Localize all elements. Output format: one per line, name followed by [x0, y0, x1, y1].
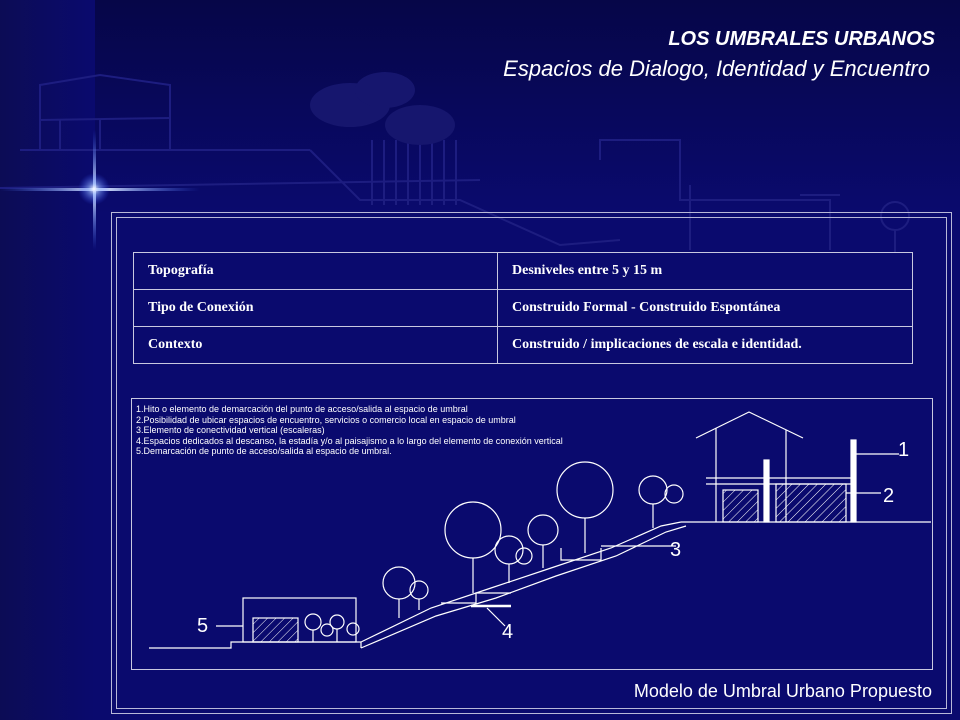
info-table: Topografía Desniveles entre 5 y 15 m Tip…: [133, 252, 913, 364]
landing-4: [441, 592, 511, 604]
figure-caption: Modelo de Umbral Urbano Propuesto: [633, 681, 932, 701]
shrub: [304, 613, 322, 631]
table-row: Tipo de Conexión Construido Formal - Con…: [133, 289, 913, 327]
callout-number-1: 1: [898, 439, 910, 461]
background-top-gradient: [0, 0, 960, 215]
callout-number-2: 2: [883, 485, 895, 507]
table-row: Contexto Construido / implicaciones de e…: [133, 326, 913, 364]
upper-building-hatched-room: [722, 489, 759, 523]
low-building-hatched-room: [252, 617, 299, 643]
table-cell-label: Contexto: [133, 326, 498, 364]
table-cell-value: Construido / implicaciones de escala e i…: [497, 326, 913, 364]
content-panel-outer-border: [111, 212, 952, 714]
note-item: 2.Posibilidad de ubicar espacios de encu…: [136, 414, 516, 425]
star-glow: [78, 173, 110, 205]
stair-slope-lower: [360, 525, 687, 649]
table-cell-label: Tipo de Conexión: [133, 289, 498, 327]
callout-number-4: 4: [502, 621, 514, 643]
upper-building-hatched-room: [775, 483, 847, 523]
tree: [382, 566, 416, 600]
tree: [409, 580, 429, 600]
tree: [444, 501, 502, 559]
tree: [664, 484, 684, 504]
callout-number-3: 3: [670, 539, 682, 561]
shrub: [346, 622, 360, 636]
stair-slope: [360, 521, 682, 643]
ground-line-left: [149, 641, 361, 649]
note-item: 1.Hito o elemento de demarcación del pun…: [136, 404, 468, 414]
tree: [515, 547, 533, 565]
diagram-notes: 1.Hito o elemento de demarcación del pun…: [136, 404, 563, 457]
low-building: [242, 597, 357, 643]
house-roof: [695, 411, 804, 439]
tree: [638, 475, 668, 505]
table-cell-value: Desniveles entre 5 y 15 m: [497, 252, 913, 290]
diagram-frame: [131, 398, 933, 670]
section-drawing: [149, 411, 931, 649]
tree: [556, 461, 614, 519]
table-cell-label: Topografía: [133, 252, 498, 290]
tree: [527, 514, 559, 546]
callout-leader-4: [486, 607, 506, 627]
note-item: 3.Elemento de conectividad vertical (esc…: [136, 425, 325, 436]
landmark-post: [763, 459, 770, 523]
callout-number-5: 5: [197, 615, 209, 637]
table-row: Topografía Desniveles entre 5 y 15 m: [133, 252, 913, 290]
landing-3: [560, 548, 602, 561]
note-item: 5.Demarcación de punto de acceso/salida …: [136, 446, 392, 457]
table-cell-value: Construido Formal - Construido Espontáne…: [497, 289, 913, 327]
content-panel-inner-border: [116, 217, 947, 709]
landmark-post: [850, 439, 857, 523]
page-subtitle: Espacios de Dialogo, Identidad y Encuent…: [503, 56, 930, 81]
page-title: LOS UMBRALES URBANOS: [668, 28, 935, 50]
shrub: [320, 623, 334, 637]
shrub: [329, 614, 345, 630]
note-item: 4.Espacios dedicados al descanso, la est…: [136, 435, 563, 446]
